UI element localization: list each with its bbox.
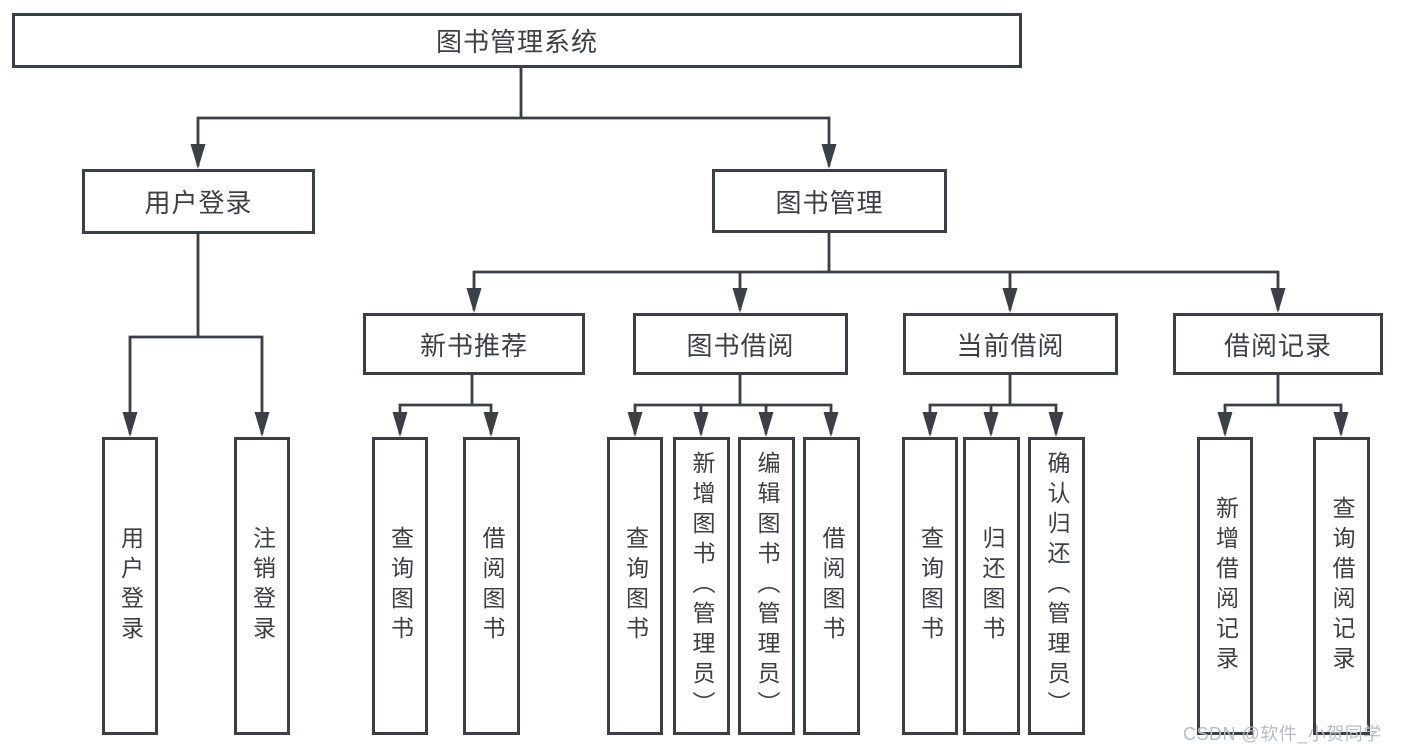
leaf-add-borrow-record: 新增借阅记录: [1197, 437, 1253, 735]
leaf-query-books-borrowing: 查询图书: [607, 437, 663, 735]
leaf-edit-book-admin-label: 编辑图书（管理员）: [754, 451, 780, 721]
node-current-borrowing: 当前借阅: [903, 313, 1118, 375]
connector-new-book-to-leaves: [398, 375, 493, 434]
node-borrowing-records: 借阅记录: [1173, 313, 1383, 375]
leaf-query-books-current-label: 查询图书: [917, 526, 944, 646]
node-new-book-recommendation-label: 新书推荐: [419, 330, 528, 361]
leaf-logout: 注销登录: [234, 437, 290, 735]
watermark: CSDN @软件_小贺同学: [1183, 724, 1382, 744]
leaf-borrow-books-label: 借阅图书: [819, 526, 845, 646]
connector-book-borrowing-to-leaves: [633, 375, 833, 434]
node-book-borrowing: 图书借阅: [633, 313, 848, 375]
tree-connector-paths: [128, 68, 1343, 434]
leaf-user-login: 用户登录: [102, 437, 158, 735]
leaf-logout-label: 注销登录: [249, 526, 276, 646]
node-user-login-label: 用户登录: [144, 188, 253, 218]
leaf-add-book-admin: 新增图书（管理员）: [673, 437, 730, 735]
leaf-return-books: 归还图书: [963, 437, 1020, 735]
leaf-add-borrow-record-label: 新增借阅记录: [1212, 496, 1239, 676]
leaf-borrow-books: 借阅图书: [803, 437, 860, 735]
leaf-query-books-current: 查询图书: [902, 437, 958, 735]
leaf-query-books-recommend: 查询图书: [372, 437, 428, 735]
leaf-borrow-books-recommend: 借阅图书: [463, 437, 520, 735]
leaf-query-books-borrowing-label: 查询图书: [622, 526, 649, 646]
node-borrowing-records-label: 借阅记录: [1223, 330, 1332, 361]
leaf-borrow-books-recommend-label: 借阅图书: [479, 526, 505, 646]
node-book-management: 图书管理: [712, 169, 947, 233]
connector-current-borrowing-to-leaves: [928, 375, 1058, 434]
node-user-login: 用户登录: [82, 169, 315, 234]
leaf-return-books-label: 归还图书: [979, 526, 1005, 646]
leaf-query-books-recommend-label: 查询图书: [387, 526, 414, 646]
node-book-management-label: 图书管理: [775, 187, 884, 218]
leaf-add-book-admin-label: 新增图书（管理员）: [689, 451, 715, 721]
node-book-borrowing-label: 图书借阅: [686, 330, 795, 361]
leaf-user-login-label: 用户登录: [117, 526, 144, 646]
connector-user-login-to-leaves: [128, 234, 264, 434]
leaf-query-borrow-record: 查询借阅记录: [1313, 437, 1370, 735]
leaf-edit-book-admin: 编辑图书（管理员）: [738, 437, 795, 735]
node-new-book-recommendation: 新书推荐: [363, 313, 585, 375]
connector-borrowing-records-to-leaves: [1223, 375, 1343, 434]
leaf-confirm-return-admin-label: 确认归还（管理员）: [1044, 451, 1070, 721]
leaf-query-borrow-record-label: 查询借阅记录: [1329, 496, 1355, 676]
node-library-management-system-label: 图书管理系统: [435, 27, 598, 57]
node-current-borrowing-label: 当前借阅: [956, 330, 1065, 361]
leaf-confirm-return-admin: 确认归还（管理员）: [1028, 437, 1085, 735]
connector-root-to-level2: [196, 68, 831, 166]
connector-book-management-to-level3: [472, 233, 1280, 310]
node-library-management-system: 图书管理系统: [12, 13, 1022, 68]
